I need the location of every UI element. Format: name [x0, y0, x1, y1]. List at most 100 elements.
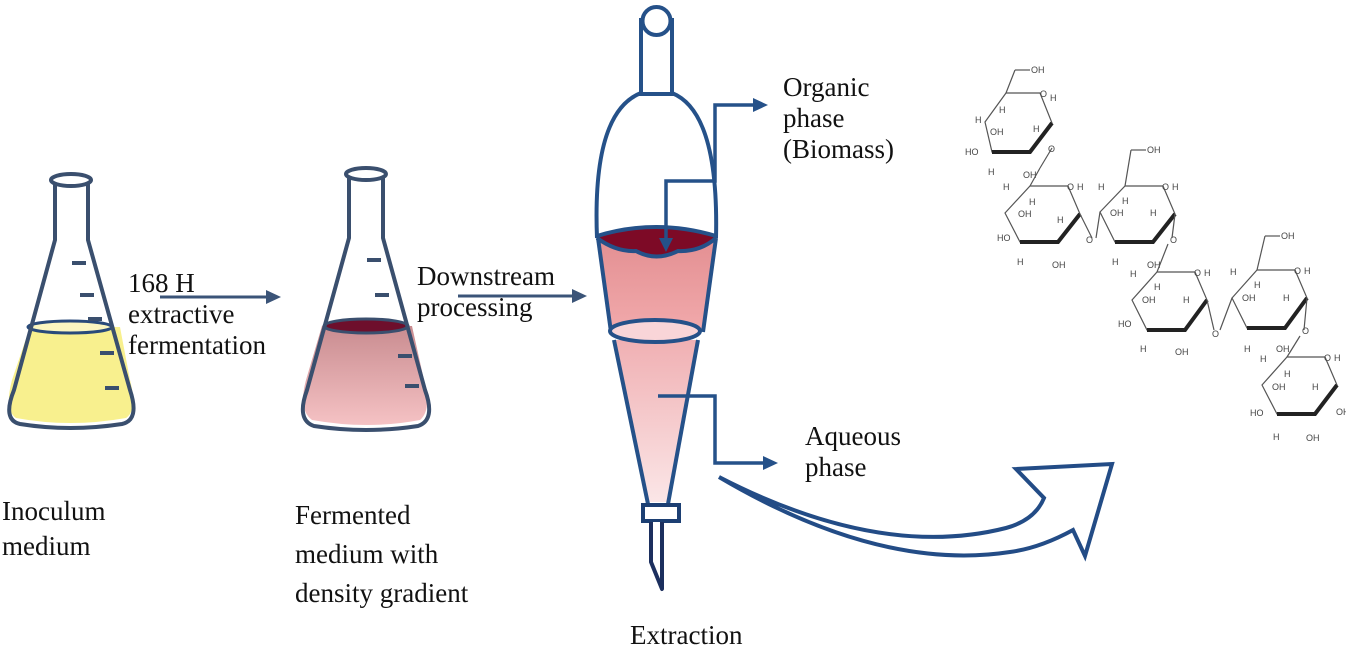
svg-text:HO: HO	[965, 147, 979, 157]
downstream-label: Downstream	[417, 261, 555, 291]
svg-text:O: O	[1162, 182, 1169, 192]
svg-text:OH: OH	[1018, 209, 1032, 219]
svg-text:OH: OH	[1110, 208, 1124, 218]
svg-text:O: O	[1170, 235, 1177, 245]
svg-text:OH: OH	[990, 127, 1004, 137]
medium-label: medium	[2, 531, 91, 561]
funnel-lower-liquid	[616, 340, 699, 502]
funnel-interface-line	[595, 236, 718, 259]
phase-label: phase	[805, 452, 867, 482]
output-label-aqueous: Aqueous phase	[805, 421, 901, 483]
phase-label: phase	[783, 103, 845, 133]
svg-text:H: H	[999, 105, 1006, 115]
svg-text:OH: OH	[1336, 407, 1346, 417]
svg-text:H: H	[1017, 257, 1024, 267]
stage-label-extraction: Extraction	[630, 620, 742, 651]
stage-label-fermented: Fermented medium with density gradient	[295, 496, 468, 613]
svg-text:HO: HO	[1250, 408, 1264, 418]
density-gradient-label: density gradient	[295, 578, 469, 608]
svg-text:H: H	[1003, 182, 1010, 192]
svg-text:H: H	[1057, 215, 1064, 225]
transition-label-fermentation: 168 H extractive fermentation	[128, 268, 266, 361]
svg-text:H: H	[1230, 267, 1237, 277]
arrow-organic-phase	[659, 98, 768, 252]
inoculum-label: Inoculum	[2, 496, 106, 526]
fermentation-type-label: extractive	[128, 299, 235, 329]
funnel-stopcock	[641, 503, 681, 523]
svg-text:O: O	[1212, 329, 1219, 339]
inoculum-surface	[26, 319, 114, 335]
fermented-flask-outline	[300, 178, 432, 432]
glycosidic-bonds	[1029, 147, 1308, 358]
svg-text:O: O	[1324, 353, 1331, 363]
product-curved-arrow	[717, 461, 1115, 562]
svg-text:O: O	[1067, 182, 1074, 192]
separatory-funnel	[594, 5, 719, 591]
svg-text:OH: OH	[1147, 260, 1161, 270]
svg-text:H: H	[1112, 257, 1119, 267]
svg-text:H: H	[1334, 353, 1341, 363]
svg-text:H: H	[1260, 354, 1267, 364]
svg-text:H: H	[1098, 182, 1105, 192]
svg-text:OH: OH	[1023, 170, 1037, 180]
fermented-graduation-marks	[367, 258, 419, 388]
svg-text:H: H	[1183, 295, 1190, 305]
inoculum-flask	[7, 172, 136, 430]
svg-text:O: O	[1194, 268, 1201, 278]
arrow-aqueous-phase	[658, 394, 778, 470]
svg-text:H: H	[1033, 124, 1040, 134]
funnel-stem	[649, 522, 664, 591]
svg-text:H: H	[1172, 182, 1179, 192]
svg-text:H: H	[1204, 268, 1211, 278]
svg-text:O: O	[1040, 89, 1047, 99]
svg-text:H: H	[1273, 432, 1280, 442]
fermentation-label: fermentation	[128, 330, 266, 360]
svg-text:H: H	[1130, 269, 1137, 279]
funnel-lower-interface	[608, 318, 702, 344]
medium-with-label: medium with	[295, 539, 439, 569]
inoculum-graduation-marks	[72, 261, 119, 390]
svg-text:H: H	[1122, 196, 1129, 206]
fermented-dark-layer	[322, 317, 410, 335]
svg-text:O: O	[1086, 235, 1093, 245]
biomass-label: (Biomass)	[783, 134, 894, 164]
svg-text:O: O	[1302, 326, 1309, 336]
svg-text:OH: OH	[1242, 293, 1256, 303]
svg-text:HO: HO	[1118, 319, 1132, 329]
svg-text:H: H	[1077, 182, 1084, 192]
processing-label: processing	[417, 292, 533, 322]
fermented-flask	[300, 166, 432, 432]
svg-text:H: H	[1254, 280, 1261, 290]
svg-text:OH: OH	[1175, 347, 1189, 357]
svg-text:H: H	[1244, 344, 1251, 354]
extraction-label: Extraction	[630, 620, 743, 650]
output-label-organic: Organic phase (Biomass)	[783, 72, 894, 165]
svg-text:OH: OH	[1031, 65, 1045, 75]
arrow-downstream	[458, 289, 587, 303]
svg-text:OH: OH	[1281, 231, 1295, 241]
stage-label-inoculum: Inoculum medium	[2, 494, 105, 564]
svg-text:OH: OH	[1147, 145, 1161, 155]
fermented-label: Fermented	[295, 500, 411, 530]
svg-text:H: H	[1284, 369, 1291, 379]
svg-text:O: O	[1294, 266, 1301, 276]
svg-text:OH: OH	[1272, 382, 1286, 392]
svg-text:H: H	[1050, 93, 1057, 103]
svg-text:H: H	[1140, 344, 1147, 354]
fermentation-duration-label: 168 H	[128, 268, 195, 298]
svg-text:H: H	[975, 115, 982, 125]
svg-text:OH: OH	[1052, 260, 1066, 270]
aqueous-label: Aqueous	[805, 421, 901, 451]
svg-text:H: H	[1304, 266, 1311, 276]
svg-text:OH: OH	[1142, 295, 1156, 305]
svg-text:H: H	[1283, 293, 1290, 303]
transition-label-downstream: Downstream processing	[417, 261, 555, 323]
svg-text:OH: OH	[1306, 433, 1320, 443]
